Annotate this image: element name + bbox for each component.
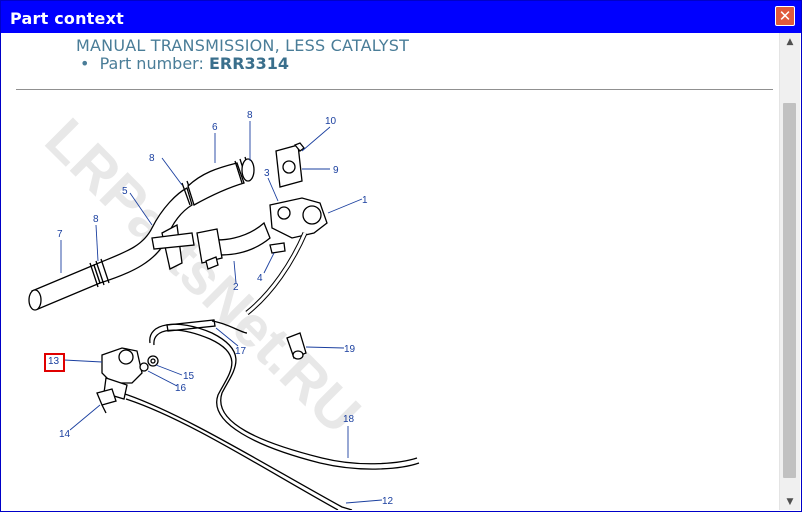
callout-6[interactable]: 6: [212, 122, 218, 133]
callout-8b[interactable]: 8: [149, 153, 155, 164]
callout-14[interactable]: 14: [59, 429, 71, 440]
callout-4[interactable]: 4: [257, 273, 263, 284]
callout-8c[interactable]: 8: [93, 214, 99, 225]
dialog-title: Part context: [10, 9, 124, 28]
callout-labels: 6 8 8 5 7 8 10 9 3 1 4 2 17 19 18 12 13 …: [48, 110, 394, 507]
highlighted-callout-marker[interactable]: [44, 353, 65, 372]
callout-19[interactable]: 19: [344, 344, 356, 355]
callout-13[interactable]: 13: [48, 356, 60, 367]
callout-9[interactable]: 9: [333, 165, 339, 176]
callout-15[interactable]: 15: [183, 371, 195, 382]
scroll-up-icon[interactable]: ▲: [786, 36, 794, 47]
hose-6: [187, 162, 245, 206]
close-button[interactable]: ✕: [775, 6, 795, 26]
part-number-value[interactable]: ERR3314: [208, 54, 290, 73]
vertical-scrollbar[interactable]: ▲ ▼: [779, 33, 800, 510]
callout-2[interactable]: 2: [233, 282, 239, 293]
part-number-line: • Part number: ERR3314: [80, 54, 289, 73]
divider: [16, 89, 773, 90]
bullet-icon: •: [80, 54, 95, 73]
callout-3[interactable]: 3: [264, 168, 270, 179]
callout-7[interactable]: 7: [57, 229, 63, 240]
pipe-7: [31, 264, 101, 310]
part-number-label: Part number:: [99, 54, 204, 73]
dialog-content: MANUAL TRANSMISSION, LESS CATALYST • Par…: [2, 33, 778, 510]
parts-diagram: LRPartsNet.RU: [28, 106, 420, 510]
scroll-down-icon[interactable]: ▼: [786, 496, 794, 507]
hose-5: [93, 187, 193, 284]
callout-5[interactable]: 5: [122, 186, 128, 197]
callout-17[interactable]: 17: [235, 346, 247, 357]
close-icon: ✕: [778, 6, 792, 25]
callout-18[interactable]: 18: [343, 414, 355, 425]
callout-10[interactable]: 10: [325, 116, 337, 127]
part-description: MANUAL TRANSMISSION, LESS CATALYST: [76, 36, 410, 55]
valve-14: [96, 388, 117, 406]
callout-8a[interactable]: 8: [247, 110, 253, 121]
callout-16[interactable]: 16: [175, 383, 187, 394]
scrollbar-thumb[interactable]: [783, 103, 796, 478]
callout-1[interactable]: 1: [362, 195, 368, 206]
dialog-titlebar[interactable]: Part context ✕: [1, 1, 801, 33]
callout-12[interactable]: 12: [382, 496, 394, 507]
